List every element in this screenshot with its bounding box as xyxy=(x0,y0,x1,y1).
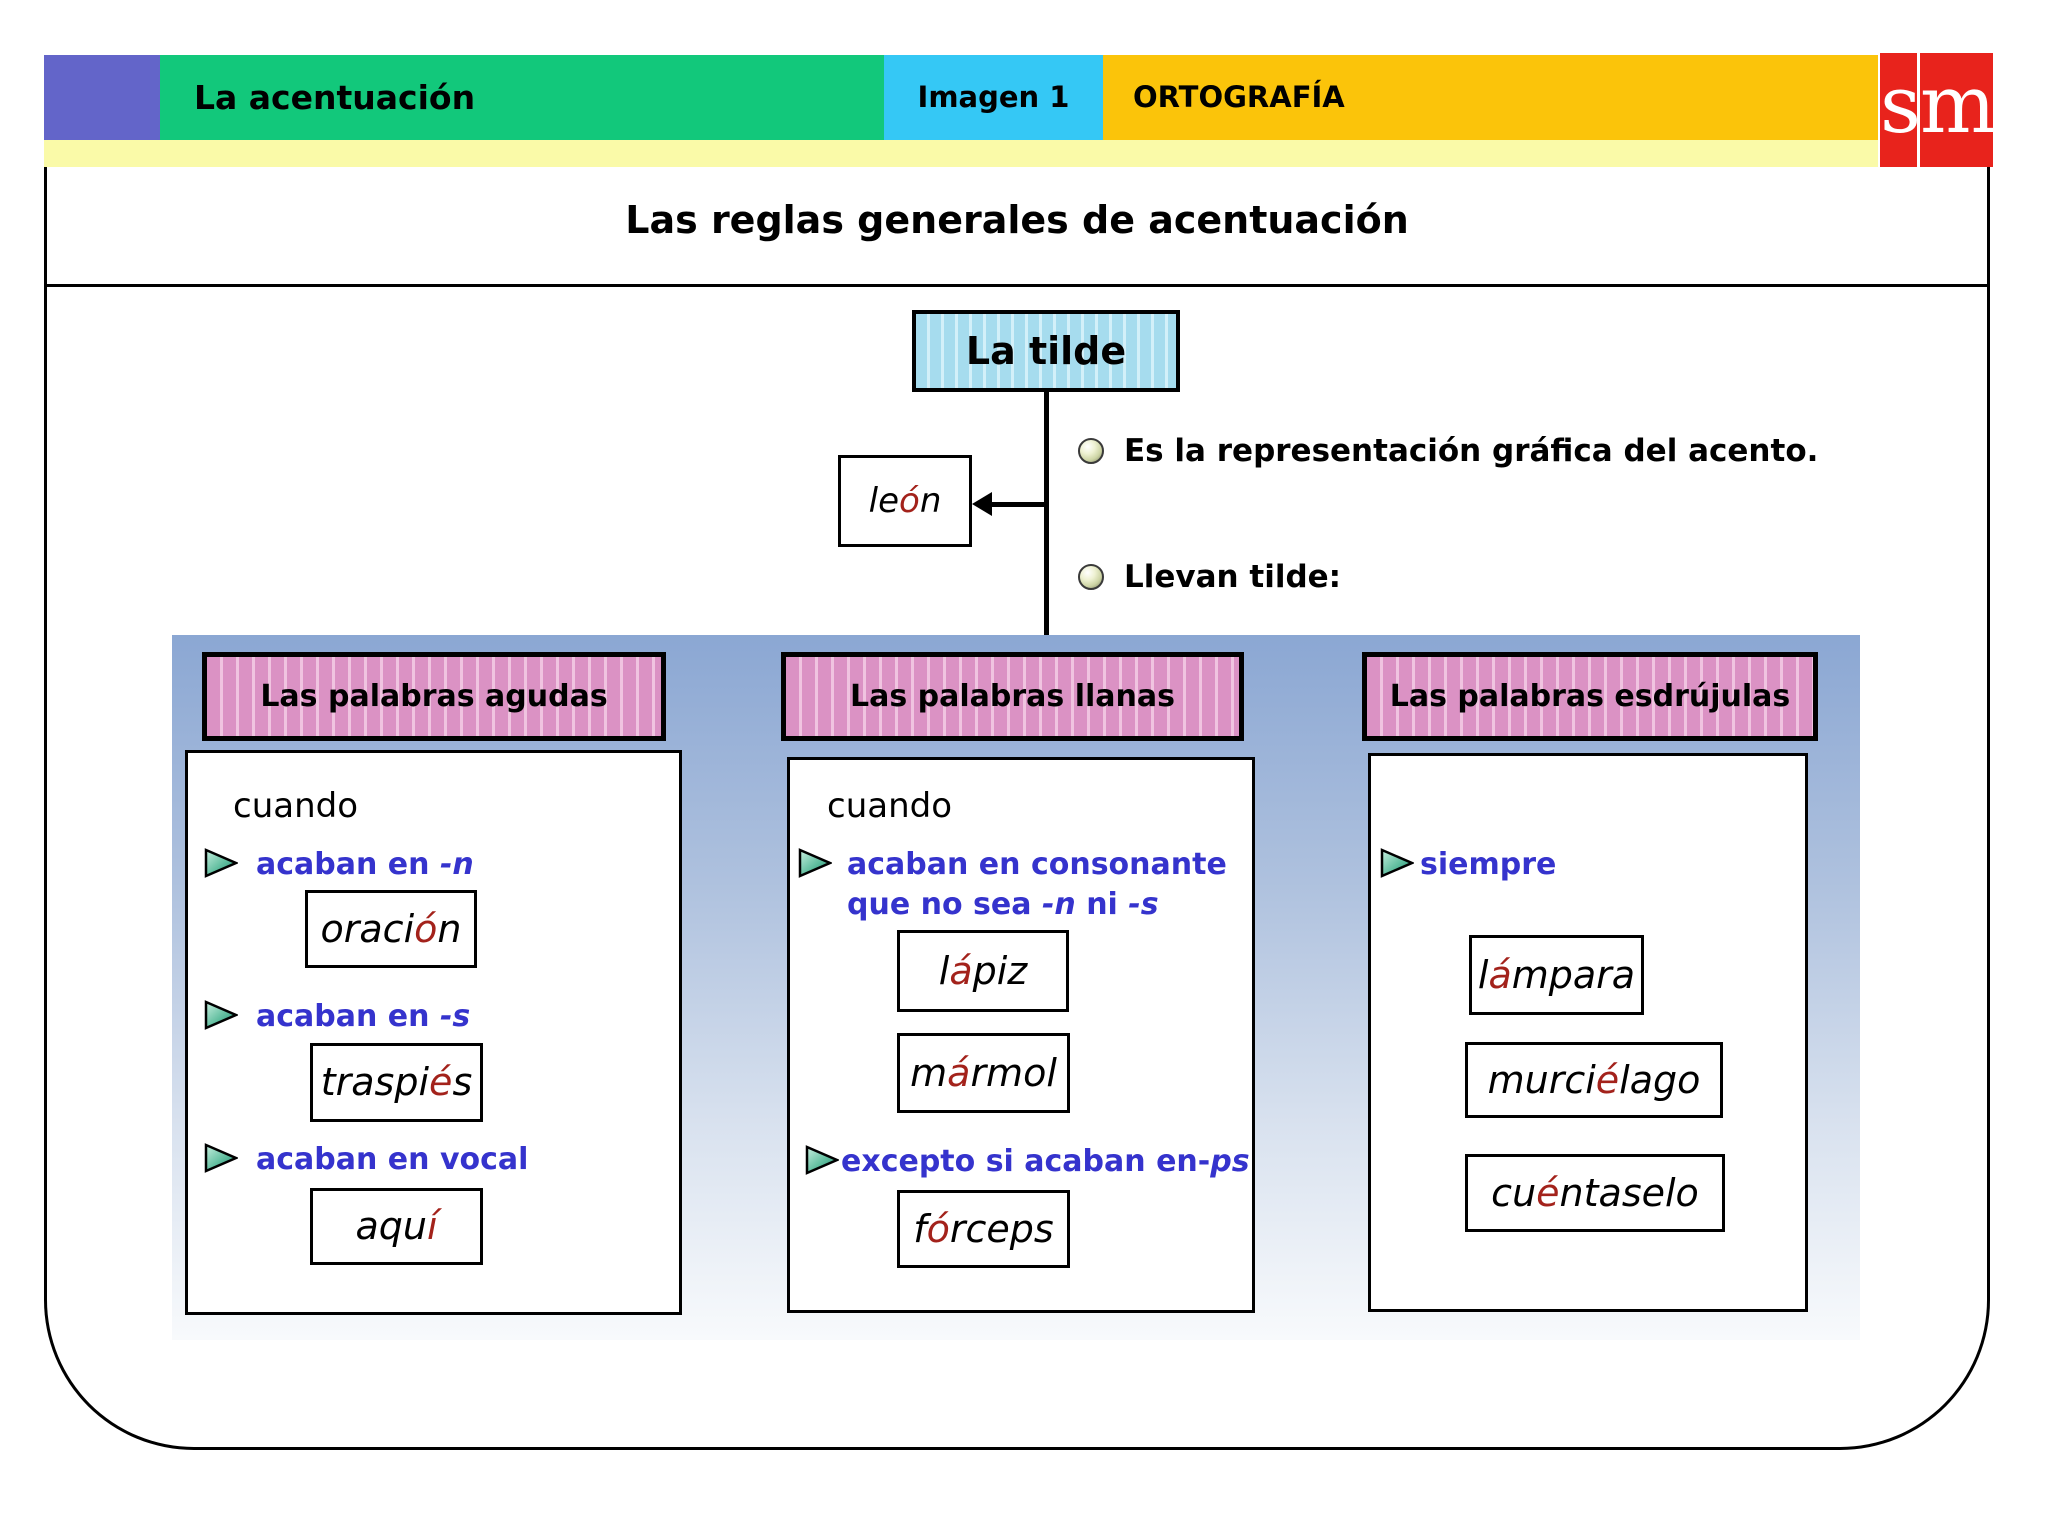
column-header-agudas: Las palabras agudas xyxy=(202,652,666,741)
word-box-marmol: mármol xyxy=(897,1033,1070,1113)
rule-label: siempre xyxy=(1420,847,1557,882)
arrow-bullet-icon xyxy=(1380,848,1414,878)
bullet-llevan-tilde: Llevan tilde: xyxy=(1124,559,1342,595)
word-box-cuentaselo: cuéntaselo xyxy=(1465,1154,1725,1232)
sm-logo-m: m xyxy=(1920,53,1993,167)
left-arrow-line xyxy=(990,502,1046,507)
word-box-forceps: fórceps xyxy=(897,1190,1070,1268)
bullet-icon xyxy=(1078,564,1104,590)
word-box-aqui: aquí xyxy=(310,1188,483,1265)
bullet-definition: Es la representación gráfica del acento. xyxy=(1124,433,1819,469)
rule-label: acaban en vocal xyxy=(256,1142,529,1177)
arrow-bullet-icon xyxy=(204,848,238,878)
left-arrow-icon xyxy=(972,492,992,516)
root-node-la-tilde: La tilde xyxy=(912,310,1180,392)
word-box-oracion: oración xyxy=(305,890,477,968)
app-title: La acentuación xyxy=(194,78,476,117)
arrow-bullet-icon xyxy=(204,1143,238,1173)
down-arrow-line xyxy=(1044,392,1049,640)
section-title: ORTOGRAFÍA xyxy=(1133,80,1345,114)
rule-label: excepto si acaban en-ps xyxy=(841,1144,1250,1179)
column-header-esdrujulas: Las palabras esdrújulas xyxy=(1362,652,1818,741)
banner-purple-block xyxy=(44,55,160,140)
banner-image-tag-block: Imagen 1 xyxy=(884,55,1103,140)
sm-logo-s: s xyxy=(1880,53,1917,167)
page-title: Las reglas generales de acentuación xyxy=(625,198,1409,242)
title-divider xyxy=(44,284,1990,287)
word-box-traspies: traspiés xyxy=(310,1043,483,1122)
arrow-bullet-icon xyxy=(204,1000,238,1030)
intro-cuando: cuando xyxy=(233,786,359,826)
rule-label: acaban en -n xyxy=(256,847,474,882)
word-box-lampara: lámpara xyxy=(1469,935,1644,1015)
column-header-llanas: Las palabras llanas xyxy=(781,652,1244,741)
intro-cuando: cuando xyxy=(827,786,953,826)
banner-title-block: La acentuación xyxy=(160,55,884,140)
image-tag: Imagen 1 xyxy=(917,80,1070,114)
bullet-icon xyxy=(1078,438,1104,464)
word-box-lapiz: lápiz xyxy=(897,930,1069,1012)
word-box-murcielago: murciélago xyxy=(1465,1042,1723,1118)
yellow-strip xyxy=(44,140,1878,168)
rule-label: acaban en -s xyxy=(256,999,471,1034)
banner-section-block: ORTOGRAFÍA xyxy=(1103,55,1878,140)
example-word-box: león xyxy=(838,455,972,547)
arrow-bullet-icon xyxy=(798,848,832,878)
arrow-bullet-icon xyxy=(805,1145,839,1175)
